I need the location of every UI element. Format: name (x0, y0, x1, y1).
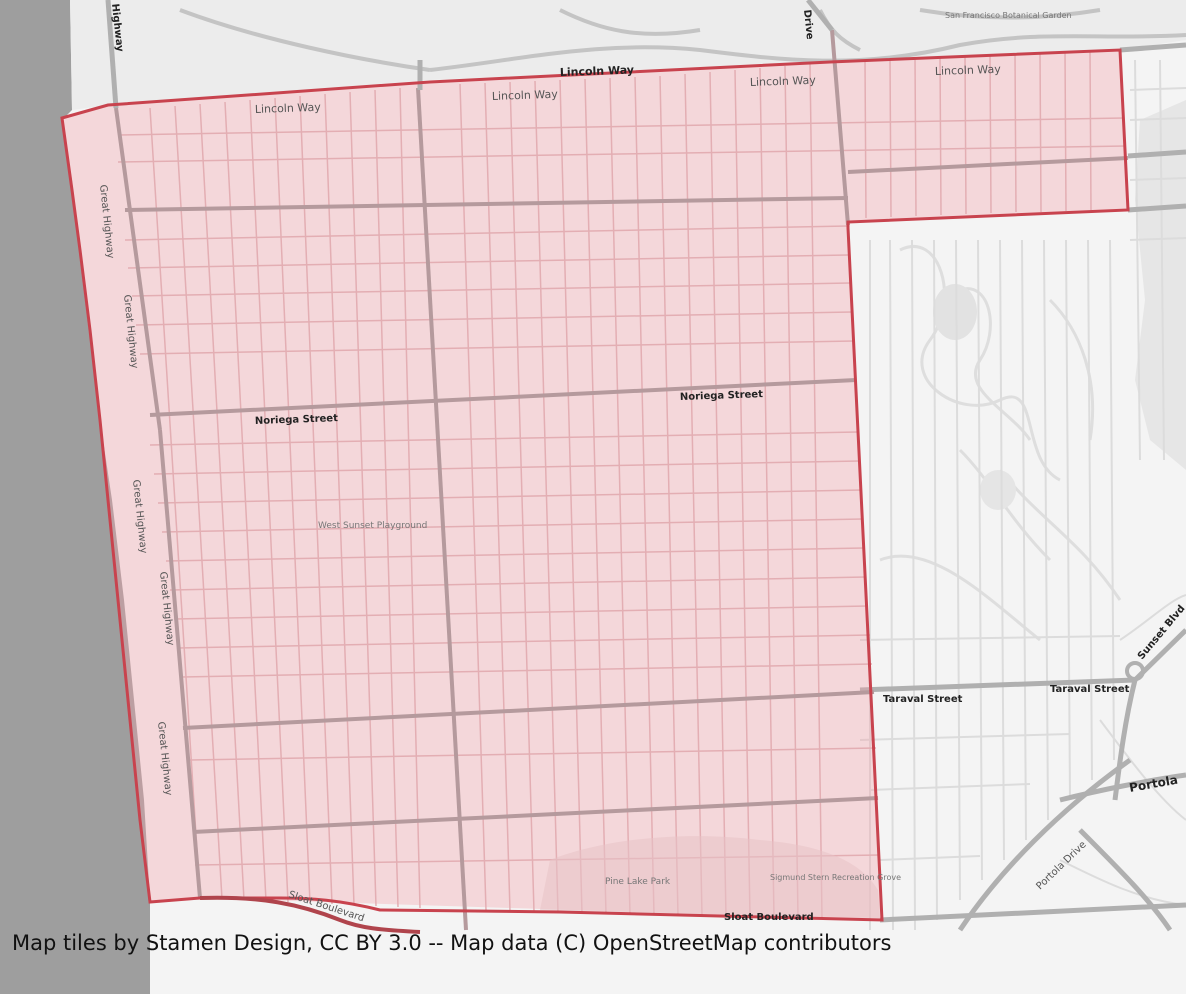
outer-major-roads (105, 0, 1186, 213)
district-major-streets (114, 29, 1129, 931)
right-minor-streets (859, 59, 1186, 931)
right-terrain-contours (879, 245, 1122, 642)
ocean-water (0, 0, 150, 994)
label-lincoln-way-2: Lincoln Way (492, 88, 559, 103)
label-lincoln-way-3: Lincoln Way (750, 74, 817, 89)
label-stern-grove: Sigmund Stern Recreation Grove (770, 873, 901, 882)
label-lincoln-way-1: Lincoln Way (255, 101, 322, 116)
hill-shape (980, 470, 1016, 510)
golden-gate-park (70, 0, 1186, 110)
label-taraval-street-2: Taraval Street (1050, 684, 1130, 695)
label-noriega-street-1: Noriega Street (255, 413, 339, 427)
label-botanical-garden: San Francisco Botanical Garden (945, 11, 1072, 20)
portola-roundabout (1125, 661, 1145, 681)
label-pine-lake-park: Pine Lake Park (605, 877, 671, 887)
mount-sutro-hills (1135, 100, 1186, 470)
label-lincoln-way-4: Lincoln Way (935, 63, 1002, 78)
sloat-boundary-road (199, 895, 421, 934)
label-sloat-boulevard-2: Sloat Boulevard (724, 912, 814, 923)
district-minor-streets (117, 117, 1127, 866)
label-west-sunset-playground: West Sunset Playground (318, 521, 427, 531)
label-noriega-street-2: Noriega Street (680, 389, 764, 403)
label-lincoln-way-bold: Lincoln Way (560, 63, 635, 79)
district-boundary (60, 48, 1130, 922)
label-taraval-street-1: Taraval Street (883, 694, 963, 705)
map-attribution: Map tiles by Stamen Design, CC BY 3.0 --… (12, 931, 892, 955)
district-avenues (149, 50, 1092, 920)
reservoir-shape (933, 284, 977, 340)
label-highway-edge: Highway (109, 3, 125, 53)
stern-grove-park (540, 836, 880, 918)
right-major-roads (859, 628, 1186, 932)
label-drive: Drive (801, 9, 815, 40)
